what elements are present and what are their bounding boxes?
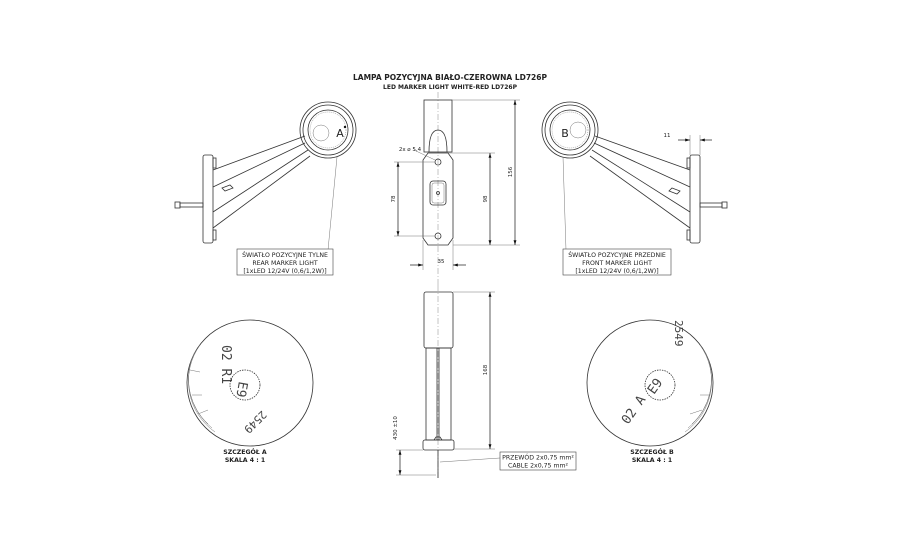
- marking-a-2: 2549: [241, 408, 269, 436]
- detail-a-title: SZCZEGÓŁ A: [223, 447, 267, 456]
- detail-marker-a: A: [336, 127, 344, 140]
- svg-text:ŚWIATŁO POZYCYJNE PRZEDNIE: ŚWIATŁO POZYCYJNE PRZEDNIE: [568, 250, 666, 259]
- dim-hole-spacing: 78: [391, 195, 397, 202]
- dim-width: 35: [438, 259, 445, 265]
- rear-light-label: ŚWIATŁO POZYCYJNE TYLNE REAR MARKER LIGH…: [236, 248, 334, 276]
- cable-label: PRZEWÓD 2x0,75 mm² CABLE 2x0,75 mm²: [499, 451, 577, 471]
- center-front-view: 2x ⌀ 5,4 156 98 78 35: [391, 92, 520, 285]
- detail-b: 2549 E9 02 A SZCZEGÓŁ B SKALA 4 : 1: [586, 319, 714, 464]
- svg-text:PRZEWÓD 2x0,75 mm²: PRZEWÓD 2x0,75 mm²: [502, 453, 574, 462]
- marking-b-1: 02 A: [619, 393, 649, 427]
- detail-a: 02 R1 E9 2549 SZCZEGÓŁ A SKALA 4 : 1: [186, 319, 314, 464]
- svg-text:FRONT MARKER LIGHT: FRONT MARKER LIGHT: [582, 260, 652, 267]
- dim-arm-length: 168: [483, 364, 489, 375]
- detail-marker-b: B: [561, 127, 569, 140]
- drawing-title: LAMPA POZYCYJNA BIAŁO-CZEROWNA LD726P: [353, 73, 547, 82]
- marking-b-2: 2549: [672, 320, 685, 347]
- detail-a-scale: SKALA 4 : 1: [225, 457, 265, 464]
- dim-overall-height: 156: [508, 166, 514, 177]
- svg-text:ŚWIATŁO POZYCYJNE TYLNE: ŚWIATŁO POZYCYJNE TYLNE: [242, 250, 328, 259]
- dim-cable-length: 430 ±10: [393, 416, 399, 440]
- svg-text:[1xLED 12/24V (0,6/1,2W)]: [1xLED 12/24V (0,6/1,2W)]: [243, 268, 326, 275]
- center-top-view: 168 430 ±10: [393, 285, 501, 480]
- marking-a-1: 02 R1: [218, 345, 233, 384]
- approval-mark-b: E9: [645, 376, 666, 397]
- rear-lamp-side-view: A: [174, 101, 357, 251]
- front-light-label: ŚWIATŁO POZYCYJNE PRZEDNIE FRONT MARKER …: [562, 248, 672, 276]
- dim-plate-depth: 11: [664, 133, 671, 139]
- approval-mark-a: E9: [232, 380, 249, 398]
- svg-text:[1xLED 12/24V (0,6/1,2W)]: [1xLED 12/24V (0,6/1,2W)]: [575, 268, 658, 275]
- drawing-subtitle: LED MARKER LIGHT WHITE-RED LD726P: [383, 84, 518, 91]
- front-lamp-side-view: B 11: [541, 101, 728, 251]
- svg-text:CABLE 2x0,75 mm²: CABLE 2x0,75 mm²: [508, 463, 569, 470]
- dim-holes: 2x ⌀ 5,4: [399, 147, 422, 153]
- detail-b-title: SZCZEGÓŁ B: [630, 447, 674, 456]
- dim-plate-height: 98: [483, 195, 489, 202]
- svg-text:REAR MARKER LIGHT: REAR MARKER LIGHT: [252, 260, 318, 267]
- detail-b-scale: SKALA 4 : 1: [632, 457, 672, 464]
